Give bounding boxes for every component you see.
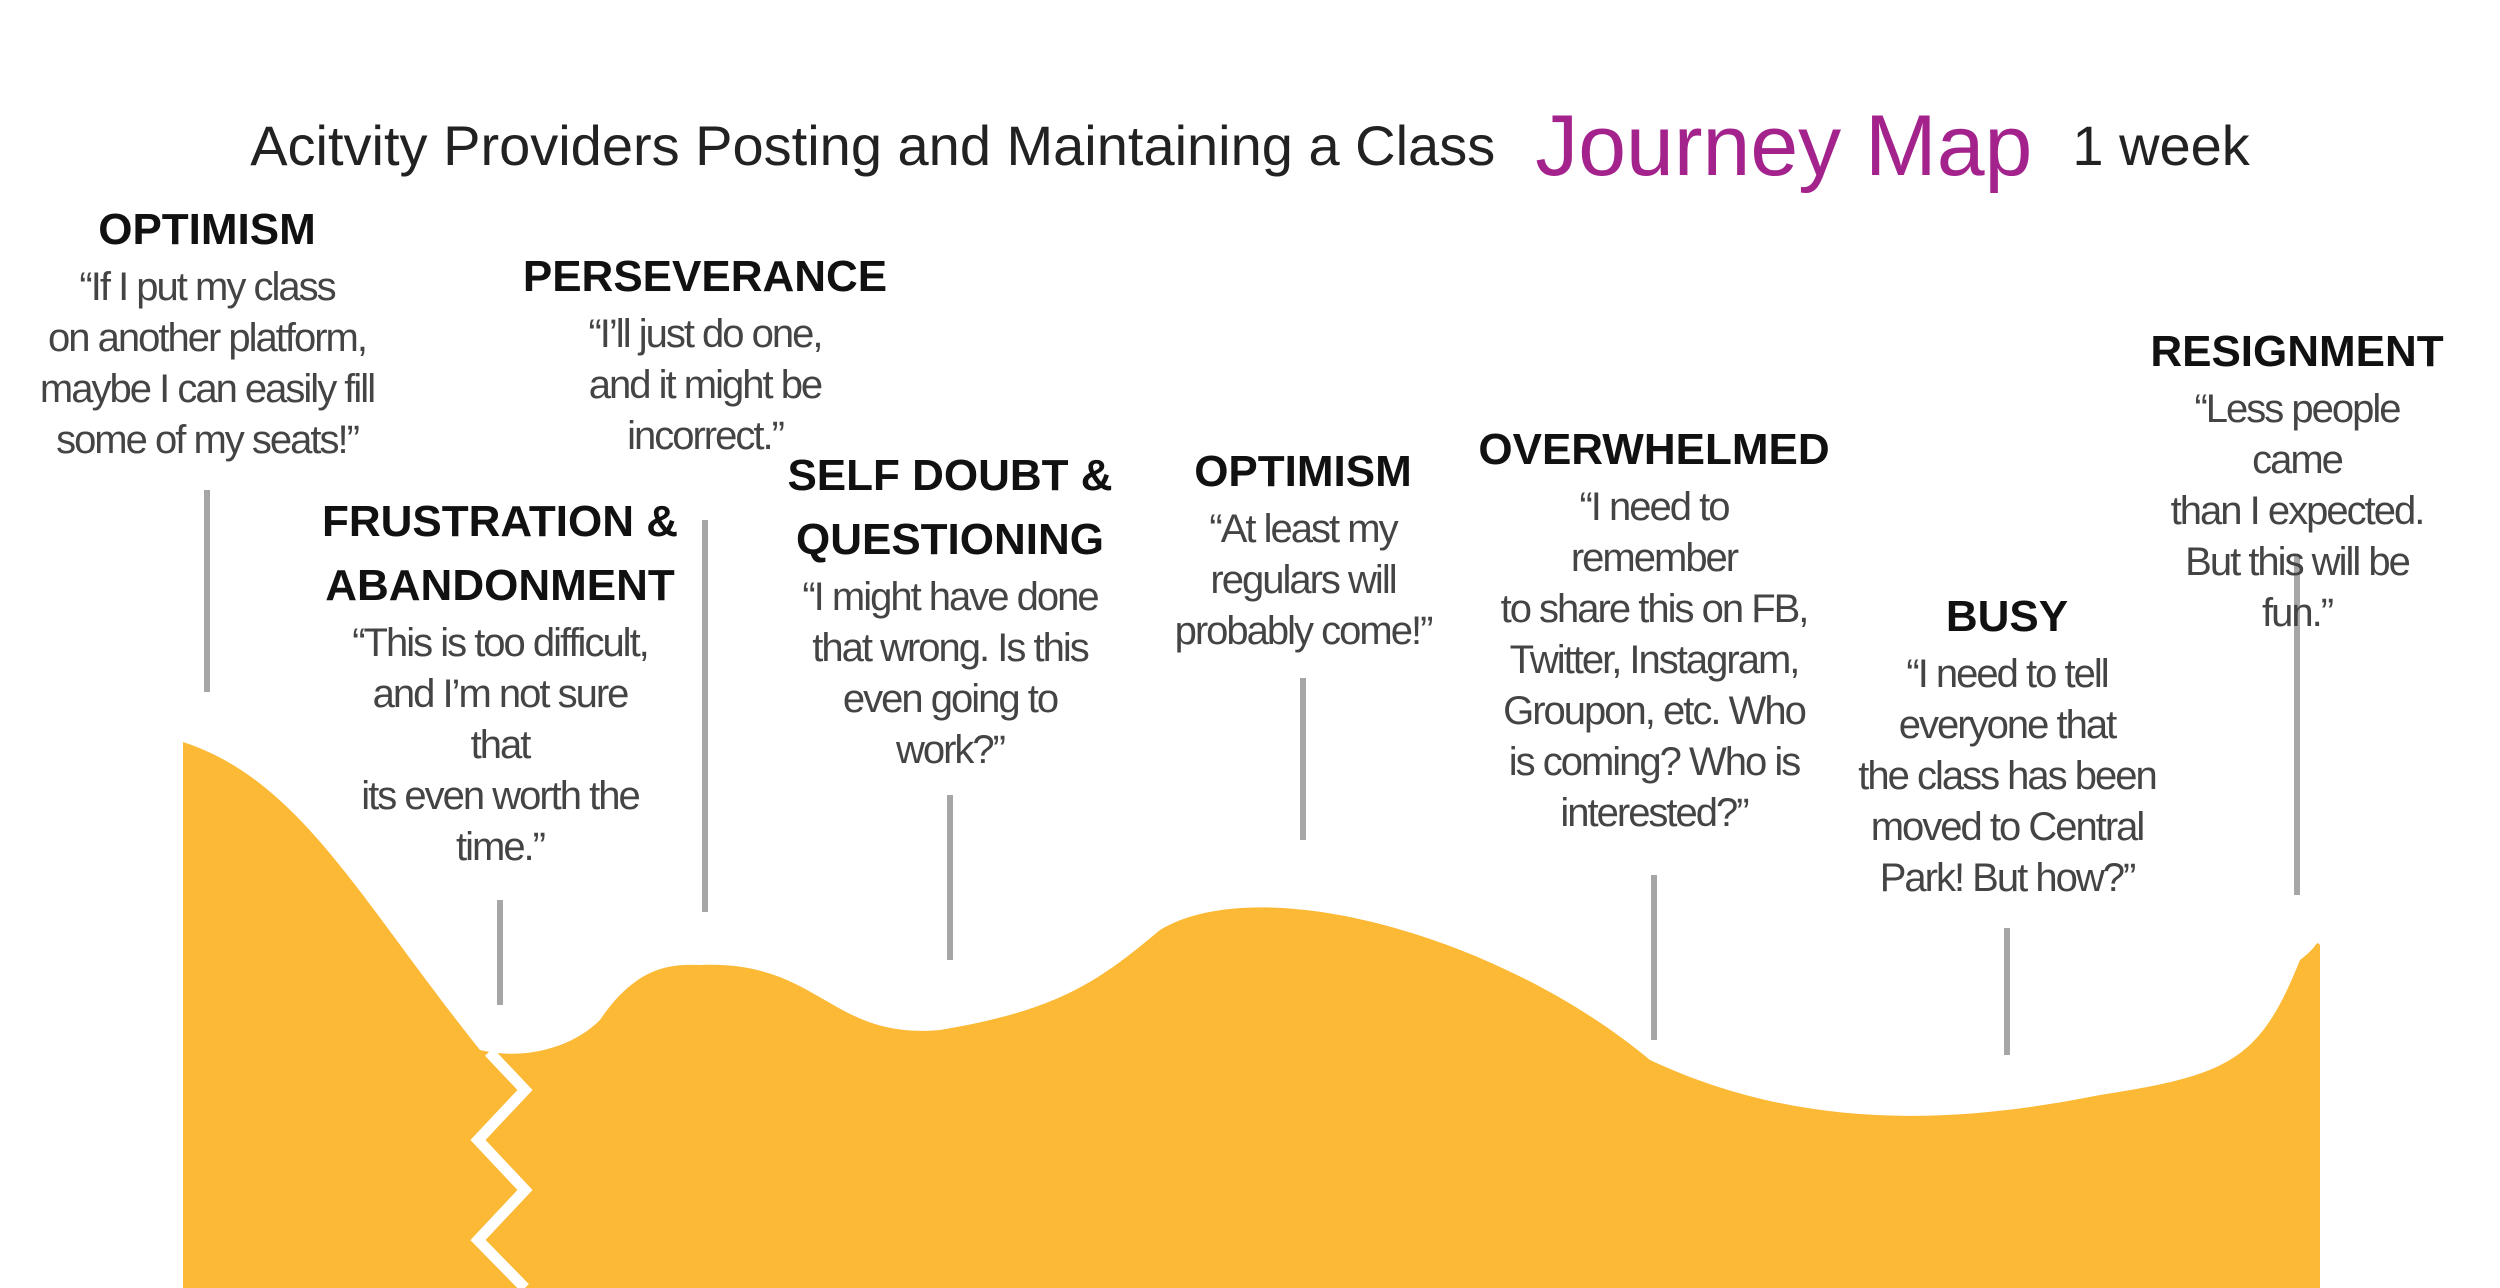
stage-heading: OVERWHELMED (1478, 425, 1830, 474)
stage-heading: OPTIMISM (98, 205, 316, 254)
stage-quote: “I need to tell everyone that the class … (1858, 652, 2158, 900)
stage-overwhelmed: OVERWHELMED “I need to remember to share… (1478, 418, 1829, 839)
stage-heading: OPTIMISM (1194, 447, 1412, 496)
stage-optimism-2: OPTIMISM “At least my regulars will prob… (1174, 440, 1434, 657)
title-duration: 1 week (2072, 114, 2250, 177)
emotion-curve (183, 742, 2320, 1288)
title-main: Acitvity Providers Posting and Maintaini… (250, 114, 1496, 177)
stage-quote: “This is too difficult, and I’m not sure… (352, 621, 650, 869)
stage-quote: “I might have done that wrong. Is this e… (802, 575, 1099, 772)
stage-heading: FRUSTRATION & ABANDONMENT (321, 497, 679, 610)
stage-resignment: RESIGNMENT “Less people came than I expe… (2150, 320, 2443, 639)
stage-quote: “I’ll just do one, and it might be incor… (588, 312, 823, 458)
stage-quote: “At least my regulars will probably come… (1174, 507, 1434, 653)
stage-quote: “I need to remember to share this on FB,… (1500, 485, 1810, 835)
stage-heading: PERSEVERANCE (522, 252, 888, 301)
stage-quote: “If I put my class on another platform, … (39, 265, 376, 462)
stage-quote: “Less people came than I expected. But t… (2170, 387, 2426, 635)
stage-perseverance: PERSEVERANCE “I’ll just do one, and it m… (523, 245, 887, 462)
stage-self-doubt-questioning: SELF DOUBT & QUESTIONING “I might have d… (787, 444, 1112, 776)
stage-heading: BUSY (1945, 592, 2069, 641)
break-zigzag (470, 1048, 533, 1288)
stage-heading: RESIGNMENT (2150, 327, 2444, 376)
title-accent: Journey Map (1535, 98, 2033, 194)
stage-frustration-abandonment: FRUSTRATION & ABANDONMENT “This is too d… (322, 490, 678, 873)
stage-busy: BUSY “I need to tell everyone that the c… (1858, 585, 2158, 904)
page-title: Acitvity Providers Posting and Maintaini… (0, 60, 2500, 200)
stage-optimism-1: OPTIMISM “If I put my class on another p… (39, 198, 376, 466)
stage-heading: SELF DOUBT & QUESTIONING (787, 451, 1113, 564)
